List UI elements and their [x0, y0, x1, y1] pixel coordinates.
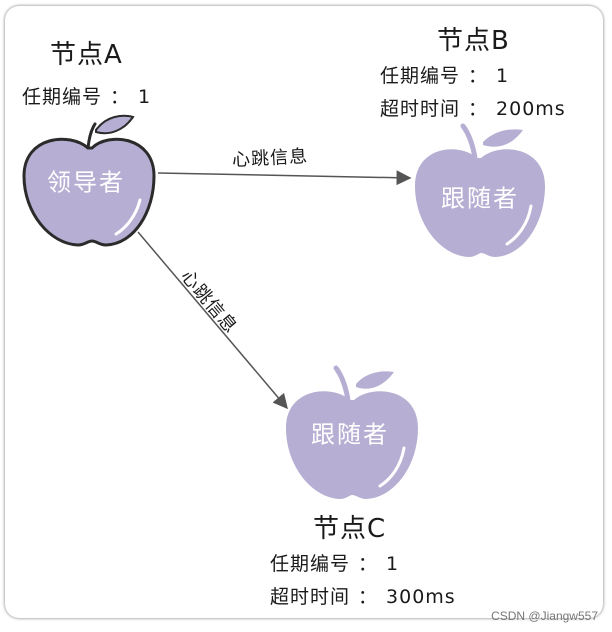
- edge-a-to-c: [137, 231, 288, 410]
- apple-node-c: [286, 365, 418, 499]
- node-c-timeout-sep: ：: [358, 586, 379, 608]
- node-c-term-value: 1: [386, 553, 400, 575]
- apple-a-body: [22, 137, 156, 247]
- apple-a-leaf: [95, 114, 135, 135]
- node-b-timeout: 超时时间 ： 200ms: [380, 94, 566, 121]
- apple-b-body: [415, 149, 545, 257]
- apple-a-shine: [114, 198, 142, 236]
- node-a-title: 节点A: [50, 40, 123, 70]
- node-c-term: 任期编号 ： 1: [270, 549, 399, 576]
- node-b-timeout-value: 200ms: [496, 98, 566, 120]
- node-a-term-key: 任期编号: [22, 86, 103, 108]
- apple-c-leaf: [356, 371, 394, 389]
- node-b-timeout-key: 超时时间: [380, 98, 461, 120]
- node-b-term-key: 任期编号: [380, 65, 461, 87]
- watermark: CSDN @Jiangw557: [491, 609, 598, 623]
- node-c-timeout-key: 超时时间: [270, 586, 351, 608]
- apple-c-body: [286, 391, 418, 499]
- node-a-term: 任期编号 ： 1: [22, 82, 151, 109]
- apple-b-stem: [460, 123, 478, 161]
- node-c-timeout-value: 300ms: [386, 586, 456, 608]
- edge-a-to-b-label: 心跳信息: [231, 146, 309, 171]
- apple-a-stem: [86, 122, 97, 150]
- apple-node-a: [22, 114, 156, 247]
- edge-a-to-b: [157, 170, 412, 186]
- diagram-card: [5, 6, 603, 618]
- apple-c-shine: [378, 446, 406, 488]
- node-b-title: 节点B: [437, 26, 510, 56]
- node-b-role: 跟随者: [441, 184, 519, 213]
- node-b-term-value: 1: [496, 65, 510, 87]
- node-c-term-key: 任期编号: [270, 553, 351, 575]
- node-c-role: 跟随者: [311, 420, 389, 449]
- node-a-role: 领导者: [47, 168, 125, 197]
- node-b-term-sep: ：: [468, 65, 489, 87]
- node-b-term: 任期编号 ： 1: [380, 61, 509, 88]
- node-c-term-sep: ：: [358, 553, 379, 575]
- node-a-term-sep: ：: [110, 86, 131, 108]
- apple-b-leaf: [483, 129, 523, 147]
- apple-c-stem: [333, 365, 351, 403]
- node-c-timeout: 超时时间 ： 300ms: [270, 582, 456, 609]
- apple-b-shine: [505, 204, 533, 246]
- node-a-term-value: 1: [138, 86, 152, 108]
- node-b-timeout-sep: ：: [468, 98, 489, 120]
- node-c-title: 节点C: [313, 514, 387, 544]
- apple-node-b: [415, 123, 545, 257]
